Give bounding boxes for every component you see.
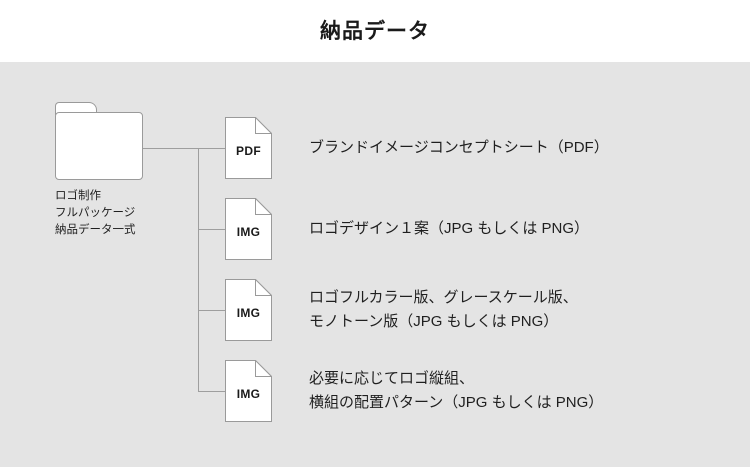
- connector-branch-4: [198, 391, 226, 392]
- folder-body-shape: [55, 112, 143, 180]
- page-title: 納品データ: [320, 19, 430, 43]
- connector-branch-2: [198, 229, 226, 230]
- folder-label: ロゴ制作 フルパッケージ 納品データ一式: [55, 190, 136, 236]
- file-icon: IMG: [225, 279, 272, 341]
- file-type-label: IMG: [236, 387, 261, 401]
- file-icon: IMG: [225, 360, 272, 422]
- file-icon: IMG: [225, 198, 272, 260]
- list-item-label: ロゴデザイン１案（JPG もしくは PNG）: [309, 220, 590, 237]
- connector-root-horizontal: [143, 148, 199, 149]
- list-item[interactable]: IMG 必要に応じてロゴ縦組、 横組の配置パターン（JPG もしくは PNG）: [225, 360, 603, 422]
- diagram-panel: ロゴ制作 フルパッケージ 納品データ一式 PDF ブランドイメージコンセプトシー…: [0, 62, 750, 467]
- list-item-label: ブランドイメージコンセプトシート（PDF）: [309, 139, 609, 156]
- list-item-label: ロゴフルカラー版、グレースケール版、 モノトーン版（JPG もしくは PNG）: [309, 289, 578, 330]
- connector-branch-1: [198, 148, 226, 149]
- file-type-label: IMG: [236, 306, 261, 320]
- file-icon: PDF: [225, 117, 272, 179]
- list-item[interactable]: PDF ブランドイメージコンセプトシート（PDF）: [225, 117, 609, 179]
- file-type-label: IMG: [236, 225, 261, 239]
- header: 納品データ: [0, 0, 750, 62]
- list-item[interactable]: IMG ロゴデザイン１案（JPG もしくは PNG）: [225, 198, 589, 260]
- tree-root-node: ロゴ制作 フルパッケージ 納品データ一式: [55, 102, 205, 239]
- connector-branch-3: [198, 310, 226, 311]
- file-type-label: PDF: [236, 144, 261, 158]
- folder-tab-shape: [55, 102, 97, 115]
- folder-icon: [55, 102, 143, 180]
- list-item[interactable]: IMG ロゴフルカラー版、グレースケール版、 モノトーン版（JPG もしくは P…: [225, 279, 578, 341]
- list-item-label: 必要に応じてロゴ縦組、 横組の配置パターン（JPG もしくは PNG）: [309, 370, 604, 411]
- connector-trunk-vertical: [198, 148, 199, 391]
